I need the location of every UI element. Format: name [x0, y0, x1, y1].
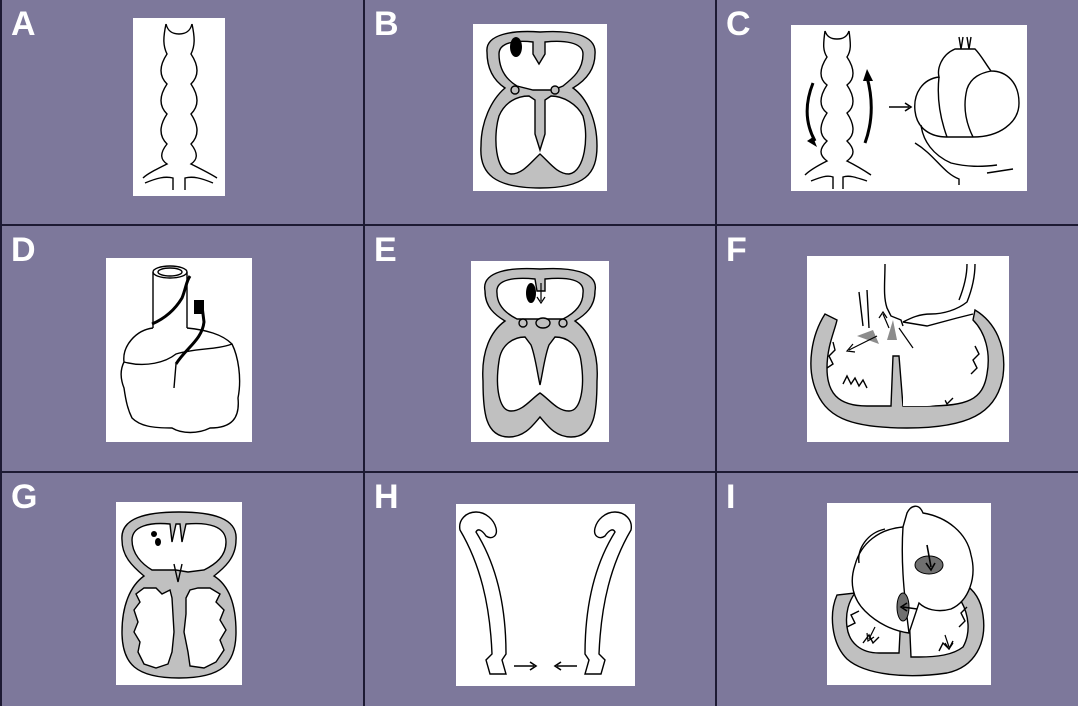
panel-i: I [717, 473, 1078, 706]
panel-label-f: F [726, 231, 747, 269]
panel-label-a: A [11, 5, 36, 43]
valve-formation-drawing [807, 256, 1009, 442]
panel-e: E [365, 226, 715, 471]
panel-label-c: C [726, 5, 751, 43]
panel-b: B [365, 0, 715, 224]
panel-a: A [2, 0, 363, 224]
panel-label-e: E [374, 231, 397, 269]
panel-g: G [2, 473, 363, 706]
septation-drawing [473, 24, 607, 191]
chamber-formation-drawing [116, 502, 242, 685]
heart-tube-drawing [133, 18, 225, 196]
panel-d: D [2, 226, 363, 471]
panel-label-d: D [11, 231, 36, 269]
heart-looping-drawing [791, 25, 1027, 191]
panel-h: H [365, 473, 715, 706]
panel-label-g: G [11, 478, 38, 516]
panel-label-h: H [374, 478, 399, 516]
panel-label-i: I [726, 478, 736, 516]
outflow-tract-drawing [106, 258, 252, 442]
panel-c: C [717, 0, 1078, 224]
atrioventricular-valves-drawing [827, 503, 991, 685]
panel-label-b: B [374, 5, 399, 43]
foramen-drawing [471, 261, 609, 442]
endocardial-cushion-drawing [456, 504, 635, 686]
panel-f: F [717, 226, 1078, 471]
